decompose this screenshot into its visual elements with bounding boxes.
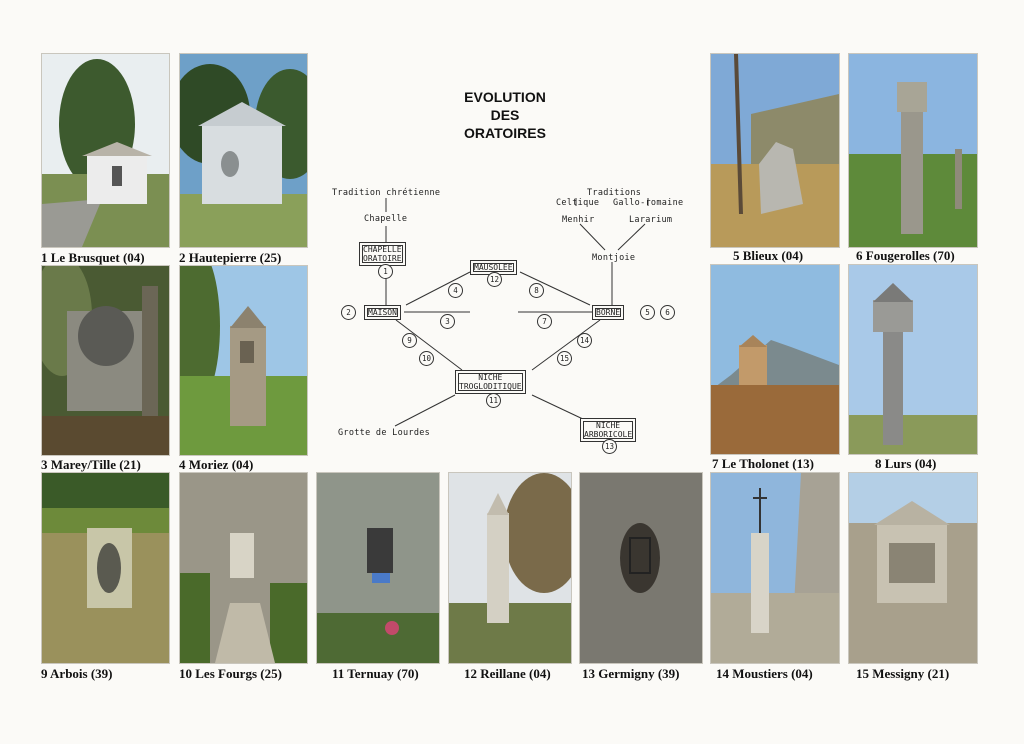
photo-5-caption: 5 Blieux (04) [733,248,804,263]
photo-2 [179,53,308,248]
photo-12-caption: 12 Reillane (04) [464,666,551,681]
photo-6-caption: 6 Fougerolles (70) [856,248,955,263]
photo-3-caption: 3 Marey/Tille (21) [41,457,141,472]
circle-number-3: 3 [440,314,455,329]
photo-8 [848,264,978,455]
circle-number-5: 5 [640,305,655,320]
photo-13-caption: 13 Germigny (39) [582,666,680,681]
circle-number-13: 13 [602,439,617,454]
page-title: EVOLUTION DES ORATOIRES [440,88,570,142]
photo-1-caption: 1 Le Brusquet (04) [41,250,145,265]
circle-number-2: 2 [341,305,356,320]
box-niche-arboricole: NICHE ARBORICOLE [580,418,637,442]
box-niche-troglodytique: NICHE TROGLODITIQUE [455,370,526,394]
chapelle-label: Chapelle [364,214,408,224]
celtique-label: Celtique [556,198,600,208]
circle-number-9: 9 [402,333,417,348]
menhir-label: Menhir [562,215,595,225]
title-line-3: ORATOIRES [464,125,546,141]
photo-10 [179,472,308,664]
photo-10-caption: 10 Les Fourgs (25) [179,666,282,681]
circle-number-8: 8 [529,283,544,298]
box-niche-line2: TROGLODITIQUE [459,382,522,391]
gallo-romaine-label: Gallo-romaine [613,198,684,208]
circle-number-11: 11 [486,393,501,408]
photo-13 [579,472,703,664]
circle-number-6: 6 [660,305,675,320]
title-line-2: DES [490,107,520,123]
photo-14-caption: 14 Moustiers (04) [716,666,813,681]
box-chapelle-line1: CHAPELLE [363,245,402,254]
photo-3 [41,265,170,456]
photo-7 [710,264,840,455]
circle-number-12: 12 [487,272,502,287]
box-borne-label: BORNE [596,308,621,317]
photo-8-caption: 8 Lurs (04) [875,456,937,471]
circle-number-10: 10 [419,351,434,366]
photo-11-caption: 11 Ternuay (70) [332,666,419,681]
photo-6 [848,53,978,248]
box-mausolee-label: MAUSOLEE [474,263,513,272]
circle-number-4: 4 [448,283,463,298]
photo-15 [848,472,978,664]
montjoie-label: Montjoie [592,253,636,263]
photo-11 [316,472,440,664]
photo-7-caption: 7 Le Tholonet (13) [712,456,814,471]
box-borne: BORNE [592,305,625,320]
box-chapelle-line2: ORATOIRE [363,254,402,263]
box-niche-line1: NICHE [478,373,503,382]
photo-5 [710,53,840,248]
box-maison-label: MAISON [368,308,397,317]
photo-9-caption: 9 Arbois (39) [41,666,113,681]
circle-number-1: 1 [378,264,393,279]
photo-4 [179,265,308,456]
box-chapelle-oratoire: CHAPELLE ORATOIRE [359,242,406,266]
box-arbo-line1: NICHE [596,421,621,430]
circle-number-7: 7 [537,314,552,329]
grotte-de-lourdes-label: Grotte de Lourdes [338,428,431,438]
right-traditions-label: Traditions [587,188,642,198]
box-arbo-line2: ARBORICOLE [584,430,633,439]
photo-12 [448,472,572,664]
photo-4-caption: 4 Moriez (04) [179,457,254,472]
title-line-1: EVOLUTION [464,89,546,105]
photo-1 [41,53,170,248]
lararium-label: Lararium [629,215,673,225]
photo-14 [710,472,840,664]
circle-number-15: 15 [557,351,572,366]
circle-number-14: 14 [577,333,592,348]
left-tradition-label: Tradition chrétienne [332,188,441,198]
box-maison: MAISON [364,305,401,320]
photo-9 [41,472,170,664]
photo-2-caption: 2 Hautepierre (25) [179,250,282,265]
photo-15-caption: 15 Messigny (21) [856,666,950,681]
